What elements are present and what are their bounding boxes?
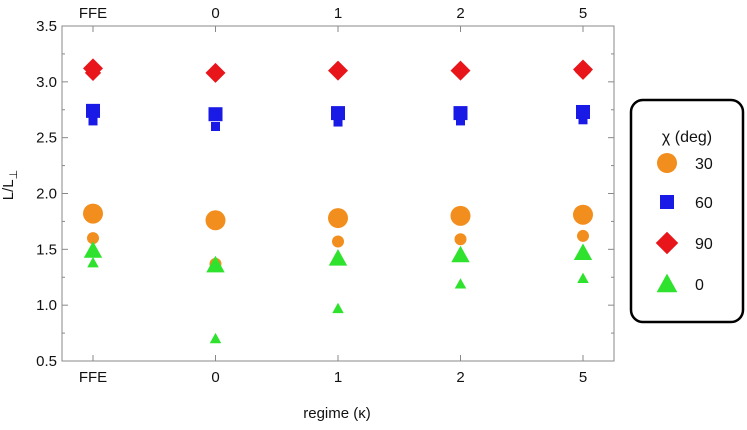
x-tick-label: FFE bbox=[79, 369, 107, 386]
legend-marker-0 bbox=[656, 273, 678, 293]
marker-chi-60-large bbox=[86, 103, 100, 118]
marker-chi-30-large bbox=[83, 203, 103, 224]
marker-chi-0-large bbox=[83, 241, 103, 258]
y-axis-label-main: L/L bbox=[0, 179, 17, 200]
legend: χ (deg) 30 60 90 0 bbox=[629, 98, 745, 324]
y-tick-label: 2.0 bbox=[36, 186, 57, 203]
x-tick-label-top: 2 bbox=[456, 5, 464, 22]
y-tick-label: 2.5 bbox=[36, 130, 57, 147]
marker-chi-30-small bbox=[454, 233, 467, 246]
marker-chi-30-large bbox=[573, 204, 593, 225]
legend-label: 60 bbox=[695, 195, 713, 212]
legend-marker-60 bbox=[660, 195, 674, 209]
y-tick-label: 1.5 bbox=[36, 241, 57, 258]
data-markers bbox=[83, 58, 593, 344]
x-tick-label-top: 0 bbox=[211, 5, 219, 22]
marker-chi-60-small bbox=[456, 116, 465, 126]
marker-chi-60-small bbox=[333, 117, 343, 127]
marker-chi-60-large bbox=[331, 106, 345, 121]
marker-chi-0-large bbox=[451, 245, 470, 263]
x-tick-label: 2 bbox=[456, 369, 464, 386]
marker-chi-0-small bbox=[87, 256, 99, 268]
y-axis-label: L/L⊥ bbox=[0, 170, 20, 200]
marker-chi-90-small bbox=[329, 63, 347, 80]
y-tick-label: 3.0 bbox=[36, 74, 57, 91]
marker-chi-30-large bbox=[450, 205, 471, 226]
x-tick-label-top: 1 bbox=[334, 5, 342, 22]
legend-label: 30 bbox=[695, 156, 713, 173]
legend-marker-90 bbox=[655, 231, 679, 255]
marker-chi-60-small bbox=[88, 116, 98, 126]
marker-chi-0-large bbox=[573, 243, 593, 261]
x-tick-label-top: 5 bbox=[579, 5, 587, 22]
marker-chi-60-small bbox=[578, 115, 588, 125]
x-tick-label-top: FFE bbox=[79, 5, 107, 22]
x-tick-label: 1 bbox=[334, 369, 342, 386]
marker-chi-30-large bbox=[205, 210, 226, 231]
y-tick-label: 3.5 bbox=[36, 18, 57, 35]
x-tick-label: 5 bbox=[579, 369, 587, 386]
marker-chi-90-small bbox=[84, 64, 102, 82]
x-axis-label: regime (κ) bbox=[303, 405, 371, 422]
legend-marker-30 bbox=[657, 153, 677, 173]
marker-chi-30-small bbox=[332, 235, 344, 248]
marker-chi-30-small bbox=[87, 232, 99, 245]
marker-chi-0-large bbox=[328, 249, 348, 266]
legend-title: χ (deg) bbox=[662, 129, 712, 146]
marker-chi-90-small bbox=[207, 65, 224, 83]
y-tick-label: 1.0 bbox=[36, 297, 57, 314]
marker-chi-0-large bbox=[206, 255, 225, 273]
marker-chi-0-small bbox=[209, 332, 222, 344]
marker-chi-30-small bbox=[577, 229, 589, 242]
marker-chi-0-small bbox=[332, 302, 344, 314]
marker-chi-0-small bbox=[454, 278, 467, 289]
legend-box bbox=[629, 98, 745, 324]
svg-text:L/L⊥: L/L⊥ bbox=[0, 170, 20, 200]
y-axis-label-sub: ⊥ bbox=[8, 170, 20, 180]
legend-label: 0 bbox=[695, 277, 704, 294]
marker-chi-90-small bbox=[574, 63, 592, 80]
y-tick-label: 0.5 bbox=[36, 353, 57, 370]
marker-chi-90-small bbox=[452, 63, 469, 80]
marker-chi-0-small bbox=[577, 272, 589, 283]
marker-chi-30-large bbox=[328, 208, 348, 229]
marker-chi-60-large bbox=[208, 107, 223, 122]
legend-label: 90 bbox=[695, 236, 713, 253]
legend-entries: 30 60 90 0 bbox=[655, 153, 713, 294]
x-tick-label: 0 bbox=[211, 369, 219, 386]
marker-chi-60-small bbox=[211, 122, 220, 131]
